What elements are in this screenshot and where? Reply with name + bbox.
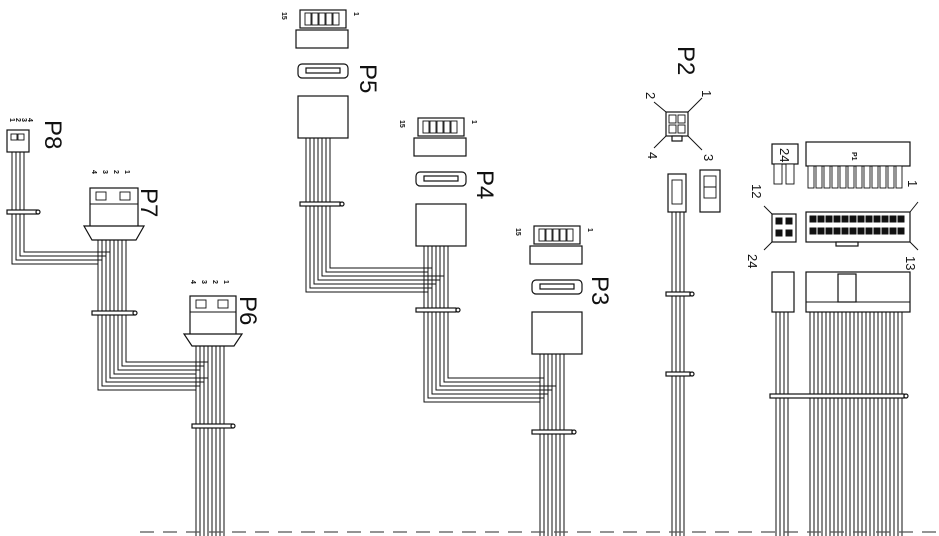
p3-boot [531,311,583,355]
p3-wires [531,354,577,536]
p5-slot [305,67,341,74]
p8-connector: 1 2 3 4 P8 [6,118,66,153]
p4-cable-tie [415,307,457,313]
p8-housing [6,129,30,153]
p7-pin-label-4: 4 [90,170,97,174]
p5-pin-label-1: 1 [352,12,359,16]
p5-pin-label-15: 15 [280,12,287,20]
p7-pin [95,191,107,201]
p4-pin-label-1: 1 [470,120,477,124]
p1-cable-tie [769,393,905,399]
p5-cable-tie [299,201,341,207]
p2-wires [665,212,695,536]
p2-pin-label-1: 1 [699,90,714,97]
p2-pin-label-3: 3 [701,154,716,161]
p5-wires [299,138,444,293]
p1-latch-tab [835,241,859,247]
p5-housing [295,29,349,49]
p6-connector: 4 3 2 1 P6 [182,280,261,347]
p7-boot [82,225,146,241]
p7-label: P7 [135,188,162,217]
p6-pin-label-3: 3 [200,280,207,284]
p4-pin-label-15: 15 [398,120,405,128]
p7-pin-label-1: 1 [123,170,130,174]
p7-pin-label-2: 2 [112,170,119,174]
p1-pin-label-13: 13 [903,256,918,270]
p3-pin-label-1: 1 [586,228,593,232]
p7-connector: 4 3 2 1 P7 [82,170,162,241]
p4-housing [413,137,467,157]
p2-cable-tie [665,371,691,377]
p8-pin-label-2: 2 [14,118,21,122]
p3-slot [539,283,575,290]
p1-pin-grid [809,215,905,235]
p2-cable-tie [665,291,691,297]
p6-pin [195,299,207,309]
p1-side-view [805,271,911,313]
p7-cable-tie [91,310,135,316]
p6-pin-label-1: 1 [222,280,229,284]
p8-pin-label-4: 4 [26,118,33,122]
p4-label: P4 [471,170,498,199]
p1-connector: P1 24 [745,141,920,313]
p7-pin [119,191,131,201]
p3-cable-tie [531,429,573,435]
p8-cable-tie [6,209,38,215]
p8-label: P8 [39,120,66,149]
p5-label: P5 [354,64,381,93]
p6-label: P6 [234,296,261,325]
p5-connector: 15 1 P5 [280,9,381,139]
p6-boot [182,333,244,347]
p1-top-label: P1 [850,152,857,161]
p1-top-view [805,141,911,167]
p1-wires [769,312,909,536]
p8-pin [17,133,25,141]
p7-wires [91,240,208,391]
p1-latch-view [771,143,799,165]
p1-latch-label: 24 [777,148,792,162]
p6-cable-tie [191,423,233,429]
p6-pin [217,299,229,309]
p3-housing [529,245,583,265]
p2-connector: 1 2 3 4 P2 [643,46,721,213]
p1-pin-label-24: 24 [745,254,760,268]
p8-pin [10,133,18,141]
p3-label: P3 [586,276,613,305]
p3-connector: 15 1 P3 [514,225,613,355]
p8-wires [6,152,110,265]
p1-top-fins [807,165,903,189]
p6-wires [191,346,236,536]
p2-pin-label-2: 2 [643,92,658,99]
p3-pin-label-15: 15 [514,228,521,236]
p8-pin-label-3: 3 [20,118,27,122]
p2-pin-label-4: 4 [645,152,660,159]
p1-side-view-small [771,271,795,313]
p4-boot [415,203,467,247]
p5-boot [297,95,349,139]
p4-slot [423,175,459,182]
p1-pin-label-1: 1 [905,180,920,187]
p4-connector: 15 1 P4 [398,117,498,247]
p4-wires [415,246,556,403]
p6-pin-label-2: 2 [211,280,218,284]
p8-pin-label-1: 1 [8,118,15,122]
p1-pin-label-12: 12 [749,184,764,198]
p2-label: P2 [672,46,699,75]
p6-pin-label-4: 4 [189,280,196,284]
p7-pin-label-3: 3 [101,170,108,174]
